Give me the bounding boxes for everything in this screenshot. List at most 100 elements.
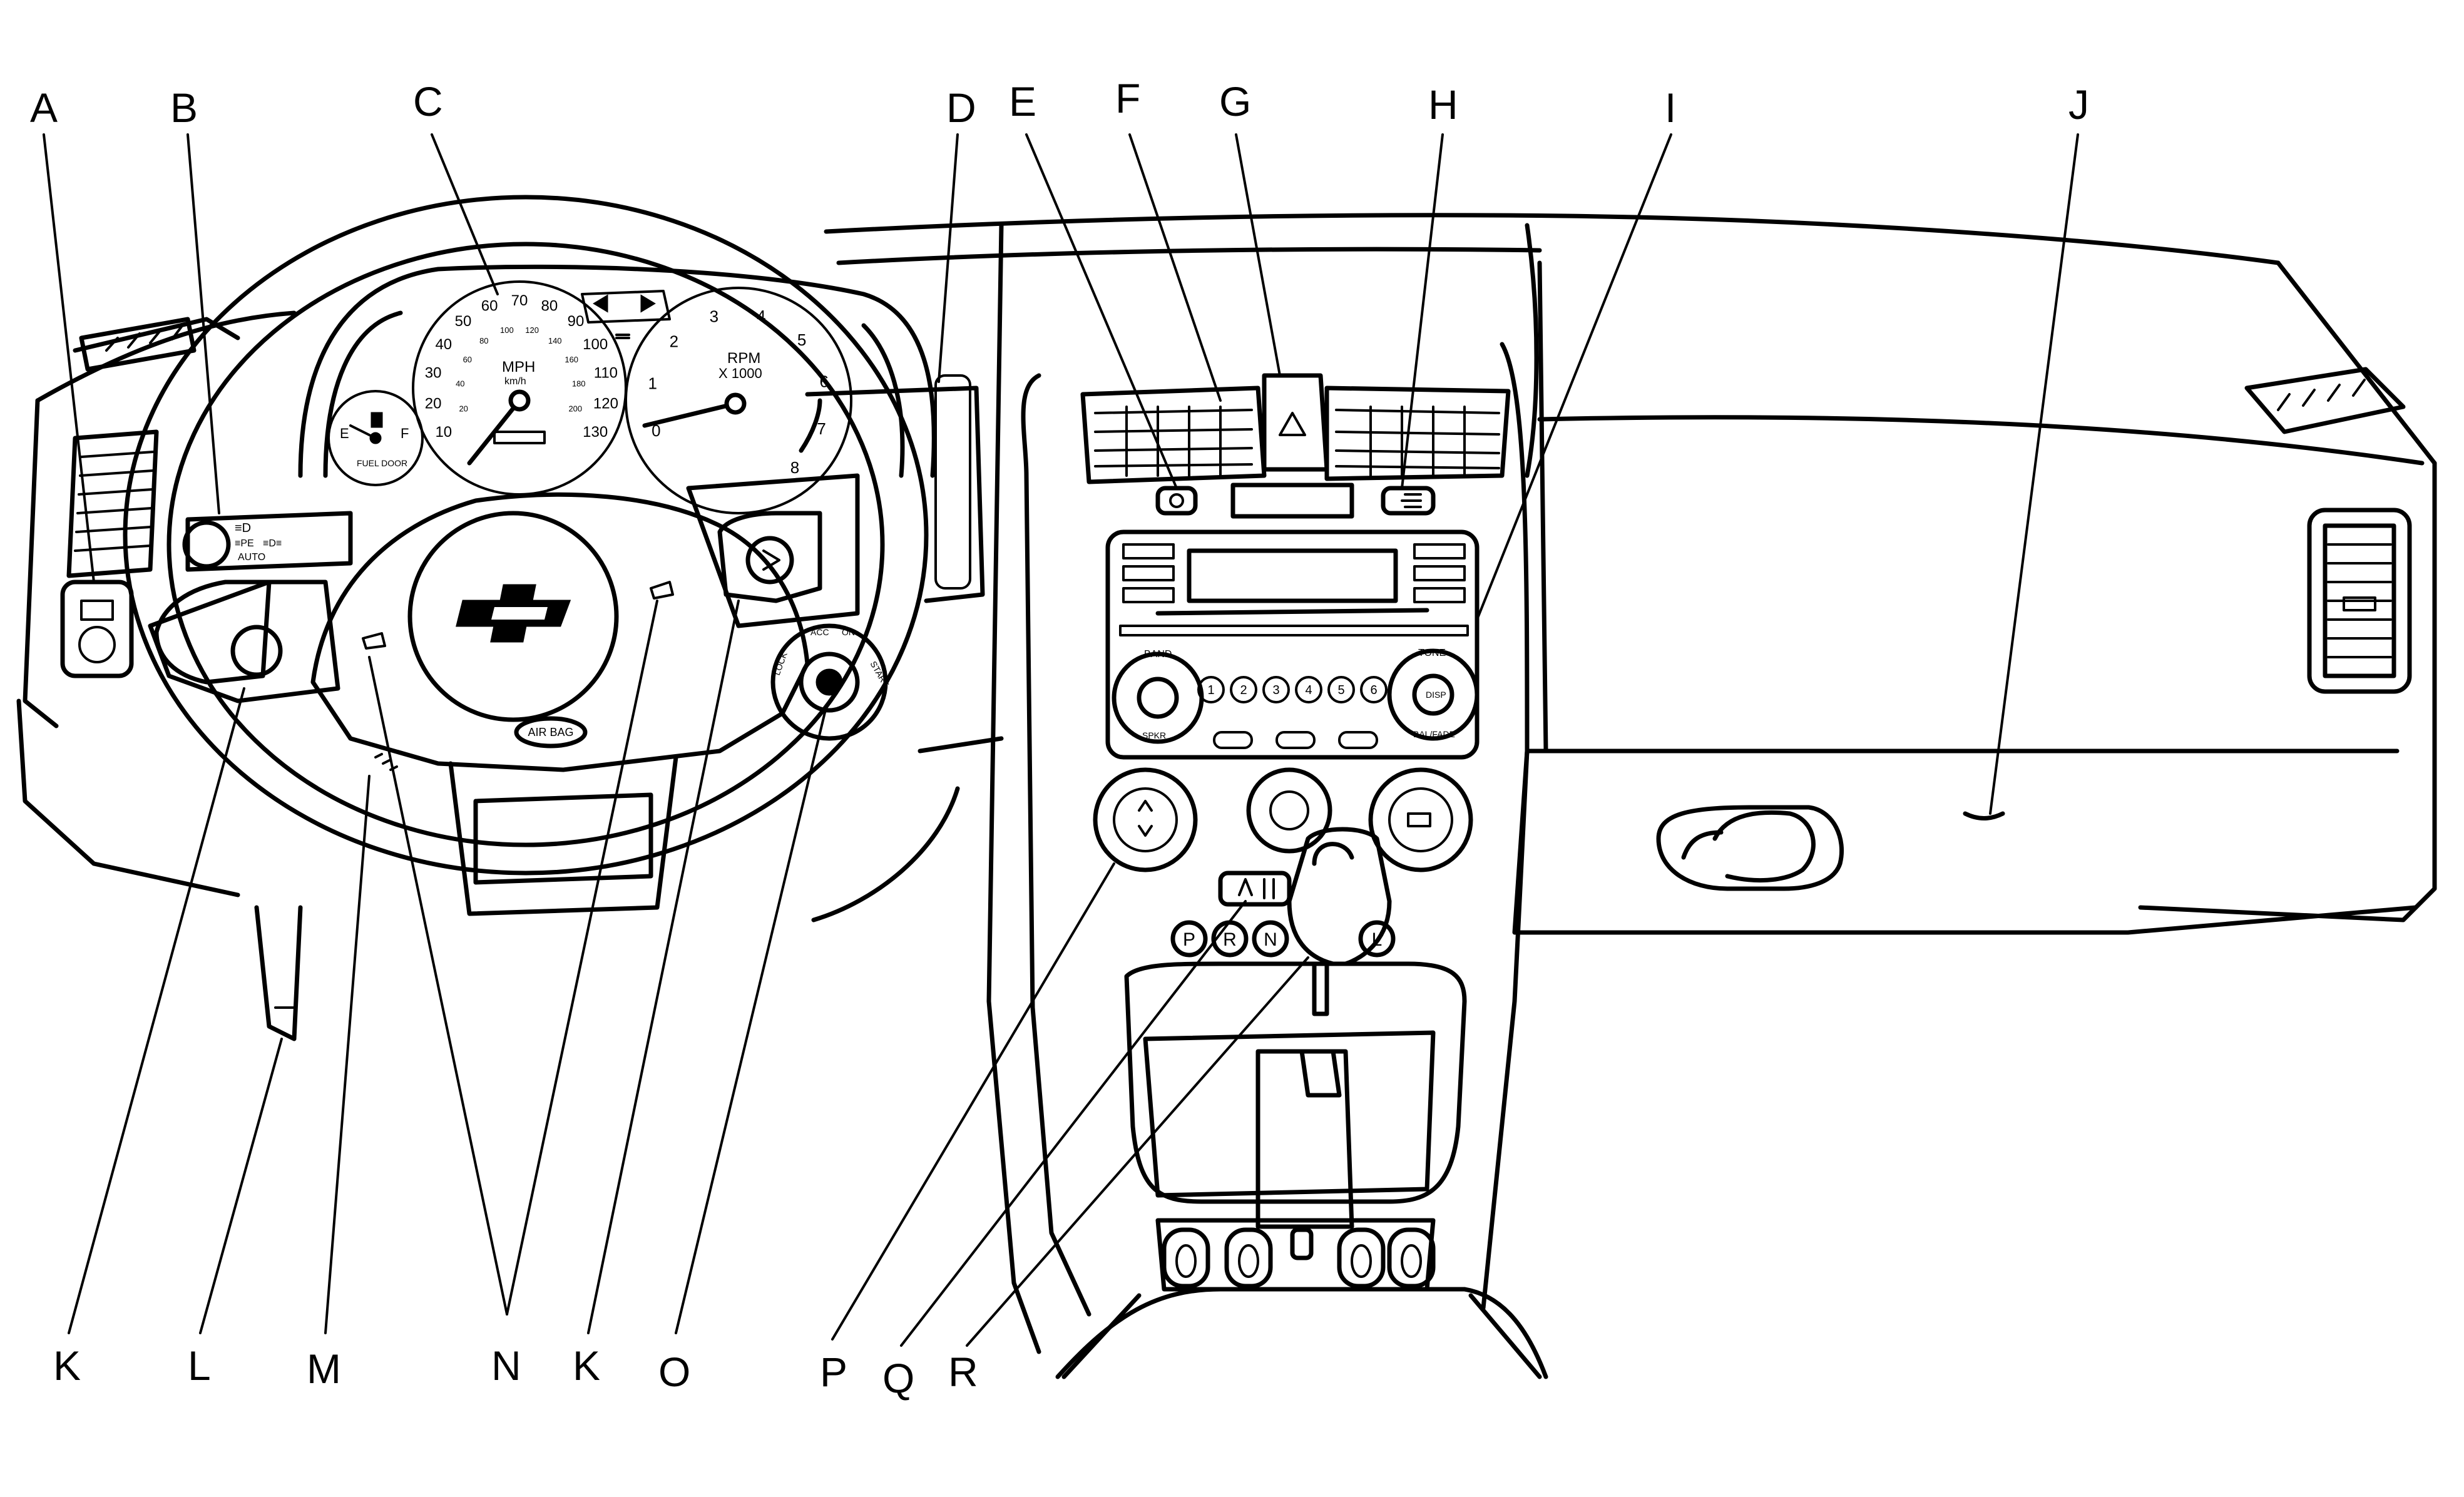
leader-F [1128, 133, 1222, 402]
left-outer-vent [66, 317, 197, 578]
radio-preset-button [1327, 676, 1355, 703]
callout-k-right: K [573, 1342, 600, 1389]
speedometer-mph-tick: 100 [583, 336, 608, 353]
speedometer-mph-tick: 110 [594, 365, 618, 382]
speedometer-kmh-tick: 120 [525, 325, 539, 335]
callout-n: N [491, 1342, 521, 1389]
stalk-label-parking: ≡PE [235, 538, 254, 549]
speedometer-mph-tick: 130 [583, 424, 608, 441]
speedometer-kmh-tick: 200 [568, 404, 582, 414]
mirror-switch [60, 580, 134, 678]
speedometer-kmh-tick: 60 [463, 355, 472, 364]
climate-controls [1093, 767, 1473, 872]
speedometer-kmh-tick: 160 [565, 355, 578, 364]
left-knee-panel [805, 374, 985, 603]
tachometer-tick: 0 [652, 421, 660, 440]
speedometer-mph-tick: 50 [455, 313, 472, 330]
leader-A [43, 133, 95, 583]
stalk-label-fog: ≡D [235, 521, 251, 535]
gear-position-indicator [1252, 920, 1289, 958]
ignition-acc: ACC [810, 627, 829, 637]
speedometer-mph-tick: 10 [435, 424, 452, 441]
leader-B [187, 133, 220, 514]
gear-position-indicator [1358, 920, 1396, 958]
speedometer-unit-kmh: km/h [504, 376, 526, 387]
ignition-on: ON [842, 627, 855, 637]
dashboard-outline [16, 213, 2437, 1379]
radio-preset-label: 2 [1240, 683, 1247, 697]
hood-release-lever [254, 905, 303, 1041]
speedometer-mph-tick: 70 [511, 292, 528, 309]
gear-position-label: P [1183, 929, 1195, 950]
hazard-button [1262, 373, 1329, 472]
speedometer-kmh-tick: 180 [572, 379, 586, 389]
callout-g: G [1219, 78, 1251, 125]
callout-j: J [2068, 81, 2089, 128]
leader-Q [900, 900, 1247, 1347]
radio-spkr: SPKR [1142, 730, 1166, 740]
speedometer-mph-tick: 40 [435, 336, 452, 353]
tachometer-tick: 5 [797, 330, 806, 349]
leader-M [324, 775, 371, 1334]
fuel-full-label: F [401, 426, 409, 441]
radio-preset-button [1230, 676, 1257, 703]
leader-N-right [506, 600, 658, 1316]
callout-k-left: K [53, 1342, 81, 1389]
turn-signal-indicators [593, 294, 656, 339]
radio-preset-label: 4 [1305, 683, 1312, 697]
instrument-cluster [298, 264, 936, 478]
radio-balfade: BAL/FADE [1413, 729, 1455, 739]
radio-preset-label: 5 [1337, 683, 1344, 697]
cruise-button-left [230, 625, 283, 677]
callout-i: I [1665, 84, 1676, 131]
radio-preset-button [1295, 676, 1322, 703]
defrost-icon [1407, 812, 1431, 827]
callout-p: P [820, 1349, 847, 1395]
high-beam-icon [615, 334, 630, 339]
mode-knob [1368, 767, 1473, 872]
fan-knob [1093, 767, 1198, 872]
right-arrow-icon [640, 294, 656, 313]
leader-I [1476, 133, 1672, 621]
speedometer-mph-tick: 120 [593, 395, 618, 412]
fuel-empty-label: E [340, 426, 349, 441]
speedometer-mph-tick: 80 [541, 297, 558, 314]
radio-preset-button [1360, 676, 1388, 703]
tachometer-tick: 8 [790, 458, 799, 477]
ignition-start: START [868, 660, 891, 689]
callout-o: O [658, 1349, 690, 1395]
leader-K-right [587, 600, 740, 1334]
temperature-knob [1246, 767, 1332, 854]
callout-e: E [1009, 78, 1036, 125]
speedometer-mph-tick: 90 [568, 313, 585, 330]
callout-labels: A B C D E F G H I J K L M N K O P Q R [30, 75, 2089, 1401]
fuel-gauge: E F FUEL DOOR [327, 390, 424, 486]
leader-L [199, 1038, 283, 1334]
fog-lamp-button [1381, 486, 1436, 516]
gear-position-indicator [1170, 920, 1208, 958]
speedometer-mph-tick: 30 [425, 365, 442, 382]
leader-N-left [368, 656, 508, 1316]
fuel-door-label: FUEL DOOR [357, 458, 407, 468]
speedometer-unit-mph: MPH [502, 359, 535, 376]
leader-O [675, 706, 827, 1334]
stalk-label-auto: AUTO [238, 552, 265, 563]
seat-heater-switch [1218, 871, 1292, 907]
callout-c: C [413, 78, 443, 125]
radio-disp: DISP [1426, 690, 1446, 700]
cruise-button-right [745, 536, 794, 585]
horn-icon [650, 581, 674, 600]
cruise-icon [762, 549, 780, 571]
airbag-label: AIR BAG [528, 726, 573, 738]
headlamp-stalk: ≡D ≡PE ≡D≡ AUTO [182, 511, 353, 572]
speedometer-kmh-tick: 140 [548, 336, 562, 345]
speedometer-mph-tick: 60 [481, 297, 498, 314]
center-stack-switches [1155, 483, 1436, 519]
horn-icon [362, 632, 386, 650]
shift-bezel [1124, 961, 1467, 1292]
hazard-triangle-icon [1279, 412, 1306, 436]
